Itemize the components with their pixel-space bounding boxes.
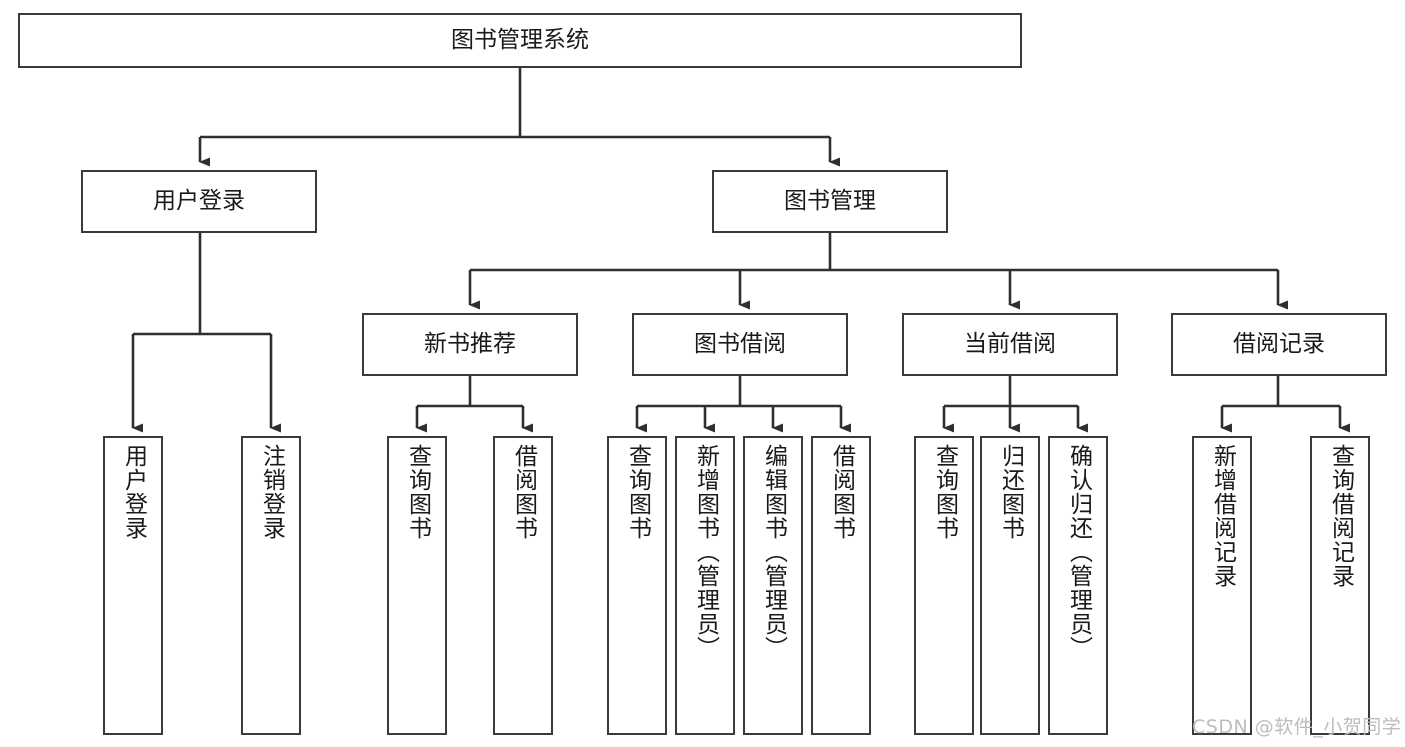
leaf-records-add-record[interactable]: 新增借阅记录 [1192,436,1252,735]
node-borrow-records[interactable]: 借阅记录 [1171,313,1387,376]
leaf-current-query-book[interactable]: 查询图书 [914,436,974,735]
node-label: 借阅记录 [1233,330,1325,357]
node-label: 归还图书 [997,444,1024,540]
node-label: 图书管理 [784,187,876,214]
node-current-borrow[interactable]: 当前借阅 [902,313,1118,376]
leaf-current-return-book[interactable]: 归还图书 [980,436,1040,735]
node-label: 查询借阅记录 [1327,444,1354,588]
leaf-current-confirm-return-admin[interactable]: 确认归还（管理员） [1048,436,1108,735]
leaf-user-login-signin[interactable]: 用户登录 [103,436,163,735]
leaf-new-book-borrow[interactable]: 借阅图书 [493,436,553,735]
leaf-new-book-query[interactable]: 查询图书 [387,436,447,735]
node-label: 编辑图书（管理员） [760,444,787,660]
node-book-management[interactable]: 图书管理 [712,170,948,233]
node-label: 新增图书（管理员） [692,444,719,660]
node-label: 用户登录 [120,444,147,540]
node-label: 注销登录 [258,444,285,540]
node-root-system[interactable]: 图书管理系统 [18,13,1022,68]
node-label: 借阅图书 [828,444,855,540]
node-book-borrow[interactable]: 图书借阅 [632,313,848,376]
node-label: 图书借阅 [694,330,786,357]
node-label: 用户登录 [153,187,245,214]
node-label: 新书推荐 [424,330,516,357]
leaf-borrow-add-book-admin[interactable]: 新增图书（管理员） [675,436,735,735]
node-label: 新增借阅记录 [1209,444,1236,588]
node-label: 借阅图书 [510,444,537,540]
leaf-user-login-signout[interactable]: 注销登录 [241,436,301,735]
node-label: 当前借阅 [964,330,1056,357]
node-new-book-recommend[interactable]: 新书推荐 [362,313,578,376]
node-label: 确认归还（管理员） [1065,444,1092,660]
node-label: 查询图书 [624,444,651,540]
leaf-records-query-record[interactable]: 查询借阅记录 [1310,436,1370,735]
leaf-borrow-query-book[interactable]: 查询图书 [607,436,667,735]
leaf-borrow-edit-book-admin[interactable]: 编辑图书（管理员） [743,436,803,735]
node-label: 图书管理系统 [451,26,589,53]
node-user-login[interactable]: 用户登录 [81,170,317,233]
node-label: 查询图书 [931,444,958,540]
node-label: 查询图书 [404,444,431,540]
leaf-borrow-borrow-book[interactable]: 借阅图书 [811,436,871,735]
